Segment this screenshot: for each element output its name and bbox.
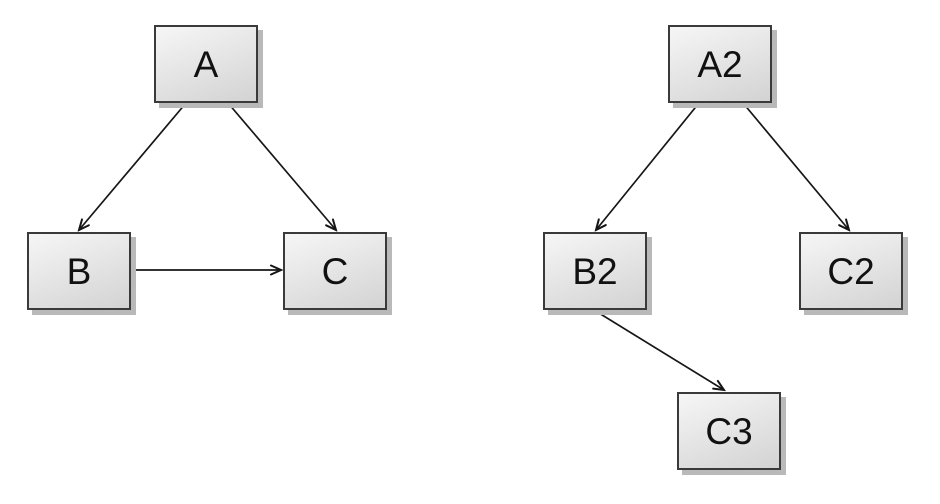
edge-A-B[interactable]: [79, 102, 187, 230]
node-C3[interactable]: C3: [677, 392, 781, 470]
edge-A2-B2[interactable]: [596, 102, 700, 230]
edge-A2-C2[interactable]: [742, 102, 849, 230]
node-A[interactable]: A: [154, 25, 258, 103]
edge-B2-C3[interactable]: [593, 309, 724, 390]
node-label: C2: [827, 250, 875, 292]
node-label: C3: [705, 410, 753, 452]
edge-A-C[interactable]: [227, 102, 336, 230]
node-B[interactable]: B: [27, 232, 131, 310]
node-C2[interactable]: C2: [799, 232, 903, 310]
node-label: A2: [697, 43, 743, 85]
node-label: B: [66, 250, 92, 292]
node-A2[interactable]: A2: [668, 25, 772, 103]
node-B2[interactable]: B2: [543, 232, 647, 310]
node-label: A: [193, 43, 219, 85]
node-label: C: [321, 250, 349, 292]
node-label: B2: [572, 250, 618, 292]
node-C[interactable]: C: [283, 232, 387, 310]
